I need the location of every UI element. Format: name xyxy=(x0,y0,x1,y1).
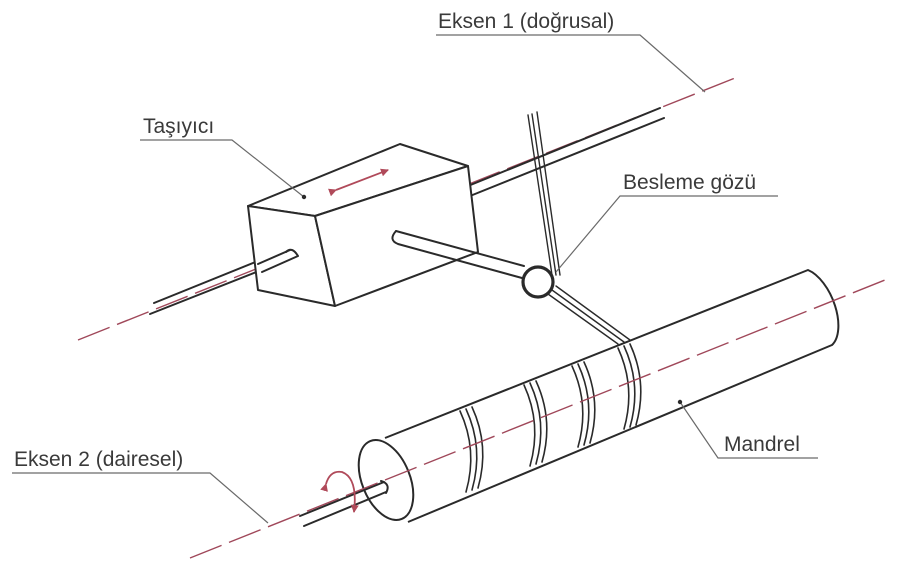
mandrel-cylinder xyxy=(299,269,840,527)
carrier-leader xyxy=(140,139,305,198)
double-arrow-icon xyxy=(328,168,389,197)
winding-bands xyxy=(459,343,642,493)
mandrel-leader xyxy=(679,401,818,459)
guide-rod-right xyxy=(467,107,665,197)
axis2-label: Eksen 2 (dairesel) xyxy=(14,448,183,471)
mandrel-label: Mandrel xyxy=(724,433,800,456)
carrier-label: Taşıyıcı xyxy=(143,115,214,138)
mandrel-leader-dot xyxy=(677,399,683,405)
feed-eye-ring xyxy=(521,265,555,299)
feed-eye-label: Besleme gözü xyxy=(623,171,756,194)
fiber-strands-bottom xyxy=(547,285,631,345)
axis2-leader xyxy=(12,472,269,524)
feed-arm xyxy=(391,230,525,279)
axis1-label: Eksen 1 (doğrusal) xyxy=(438,10,614,33)
carrier-side-face xyxy=(314,165,479,307)
fiber-strands-top xyxy=(527,111,561,276)
rotation-arrow-icon xyxy=(320,470,359,513)
feed-eye-leader xyxy=(555,195,778,273)
mandrel-body xyxy=(384,269,840,523)
carrier-block xyxy=(247,143,479,307)
axis1-leader xyxy=(436,34,706,93)
carrier-leader-dot xyxy=(301,194,307,200)
